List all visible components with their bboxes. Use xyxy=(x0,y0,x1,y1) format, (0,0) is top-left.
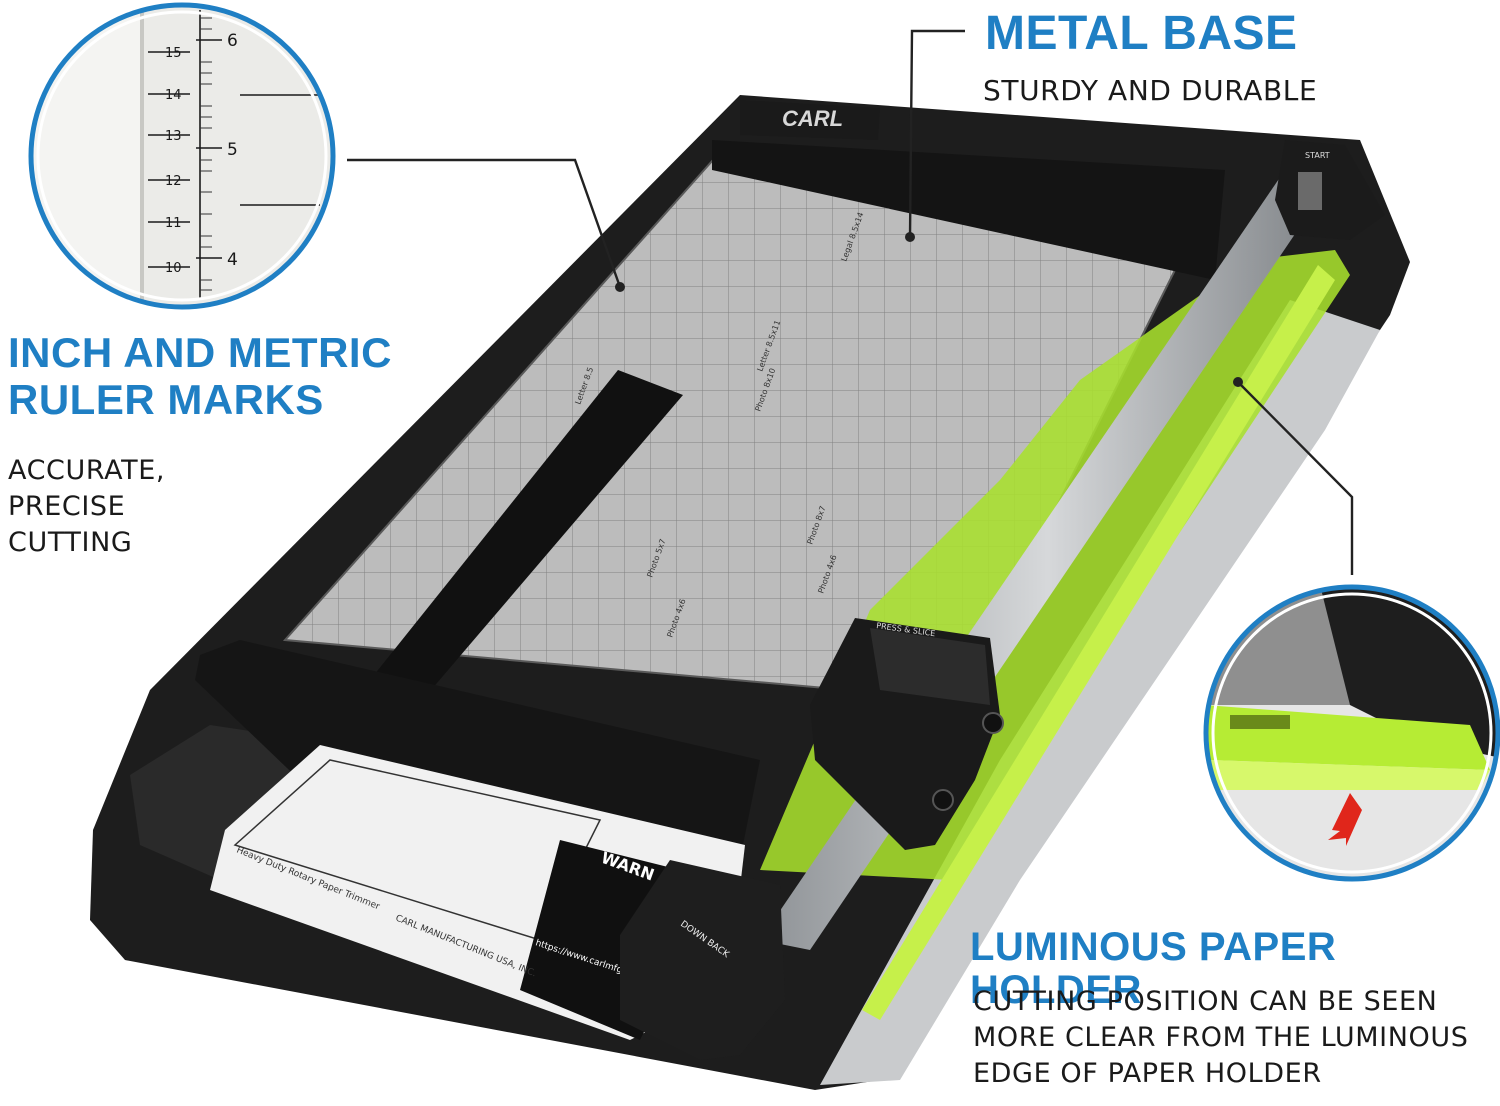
instruction-label: Heavy Duty Rotary Paper Trimmer CARL MAN… xyxy=(210,745,745,1040)
holder-desc-line2: MORE CLEAR FROM THE LUMINOUS xyxy=(973,1021,1469,1053)
holder-desc-line3: EDGE OF PAPER HOLDER xyxy=(973,1057,1322,1089)
callout-lines xyxy=(347,29,1354,575)
holder-feature-desc: CUTTING POSITION CAN BE SEEN MORE CLEAR … xyxy=(973,984,1468,1092)
red-arrow-icon xyxy=(1328,793,1362,846)
luminous-edge xyxy=(862,265,1335,1020)
metal-base-desc: STURDY AND DURABLE xyxy=(983,74,1318,107)
ruler-feature-desc: ACCURATE, PRECISE CUTTING xyxy=(8,453,165,561)
ruler-minor-ticks xyxy=(200,17,212,291)
holder-title: LUMINOUS PAPER HOLDER xyxy=(970,925,1337,1013)
brand-logo: CARL xyxy=(782,106,843,131)
top-ruler-bar: CARL xyxy=(712,100,1225,280)
holder-desc-line1: CUTTING POSITION CAN BE SEEN xyxy=(973,986,1438,1017)
cm-label: 15 xyxy=(165,46,182,61)
callout-dots xyxy=(615,232,1243,387)
ruler-desc-line3: CUTTING xyxy=(8,526,133,558)
paper-guide-foot xyxy=(195,640,760,860)
paper-guide-arm xyxy=(330,370,683,738)
cm-label: 13 xyxy=(165,129,182,144)
cm-label: 14 xyxy=(165,88,182,103)
ruler-desc-line2: PRECISE xyxy=(8,490,126,522)
start-label: START xyxy=(1305,151,1330,160)
inch-label: 4 xyxy=(227,250,238,270)
inch-label: 5 xyxy=(227,140,238,160)
ruler-feature-title: INCH AND METRIC RULER MARKS xyxy=(8,330,392,423)
cm-label: 10 xyxy=(165,261,182,276)
metal-base-title: METAL BASE xyxy=(985,7,1298,60)
ruler-desc-line1: ACCURATE, xyxy=(8,455,166,486)
ruler-ticks xyxy=(148,10,320,300)
ruler-title-line1: INCH AND METRIC xyxy=(8,329,392,376)
ruler-zoom-circle: 15 14 13 12 11 10 6 5 4 xyxy=(28,2,336,310)
cm-label: 11 xyxy=(165,216,182,231)
holder-zoom-circle xyxy=(1203,584,1500,882)
inch-label: 6 xyxy=(227,31,238,51)
cutter-carriage[interactable]: PRESS & SLICE xyxy=(810,618,1004,850)
cm-label: 12 xyxy=(165,174,182,189)
down-back-block[interactable]: DOWN BACK xyxy=(620,860,785,1060)
ruler-title-line2: RULER MARKS xyxy=(8,376,324,424)
start-block: START xyxy=(1275,140,1385,240)
